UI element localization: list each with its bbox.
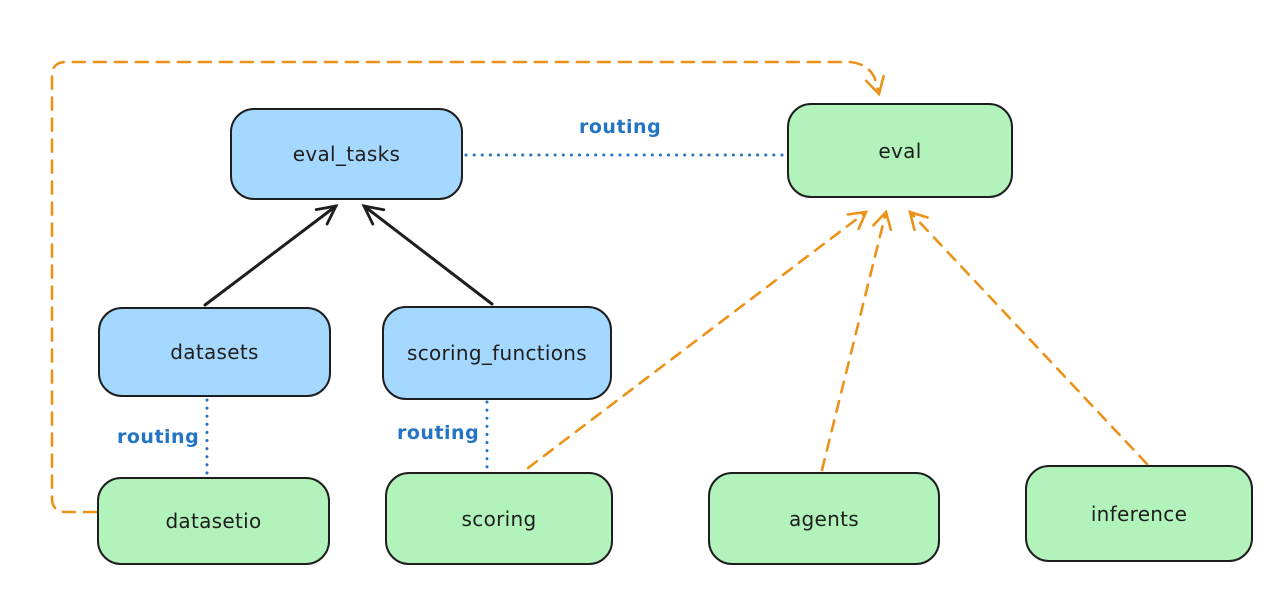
node-eval_tasks-label: eval_tasks — [292, 142, 401, 166]
node-eval_tasks: eval_tasks — [230, 108, 463, 200]
edge-datasetio-to-eval-loop — [50, 60, 885, 514]
node-datasetio: datasetio — [97, 477, 330, 565]
node-datasets-label: datasets — [170, 340, 259, 364]
edge-label-routing-scoring: routing — [397, 422, 480, 444]
node-eval-label: eval — [878, 138, 922, 163]
node-inference-label: inference — [1090, 501, 1188, 526]
edge-scoring-to-eval — [526, 210, 869, 470]
node-agents-label: agents — [789, 506, 859, 531]
edge-agents-to-eval — [820, 209, 893, 472]
node-scoring-functions-label: scoring_functions — [406, 341, 588, 365]
node-eval: eval — [787, 103, 1013, 198]
node-scoring-functions: scoring_functions — [382, 306, 612, 400]
node-scoring-label: scoring — [461, 506, 537, 531]
node-scoring: scoring — [385, 472, 613, 565]
node-inference: inference — [1025, 465, 1253, 562]
edge-scoring_functions-to-eval_tasks — [361, 204, 494, 306]
node-agents: agents — [708, 472, 940, 565]
node-datasetio-label: datasetio — [165, 509, 262, 533]
edge-datasets-to-eval_tasks — [203, 204, 339, 307]
edge-label-routing-datasets: routing — [117, 426, 200, 448]
node-datasets: datasets — [98, 307, 331, 397]
edge-label-routing-top: routing — [579, 116, 662, 138]
edge-inference-to-eval — [908, 210, 1149, 466]
